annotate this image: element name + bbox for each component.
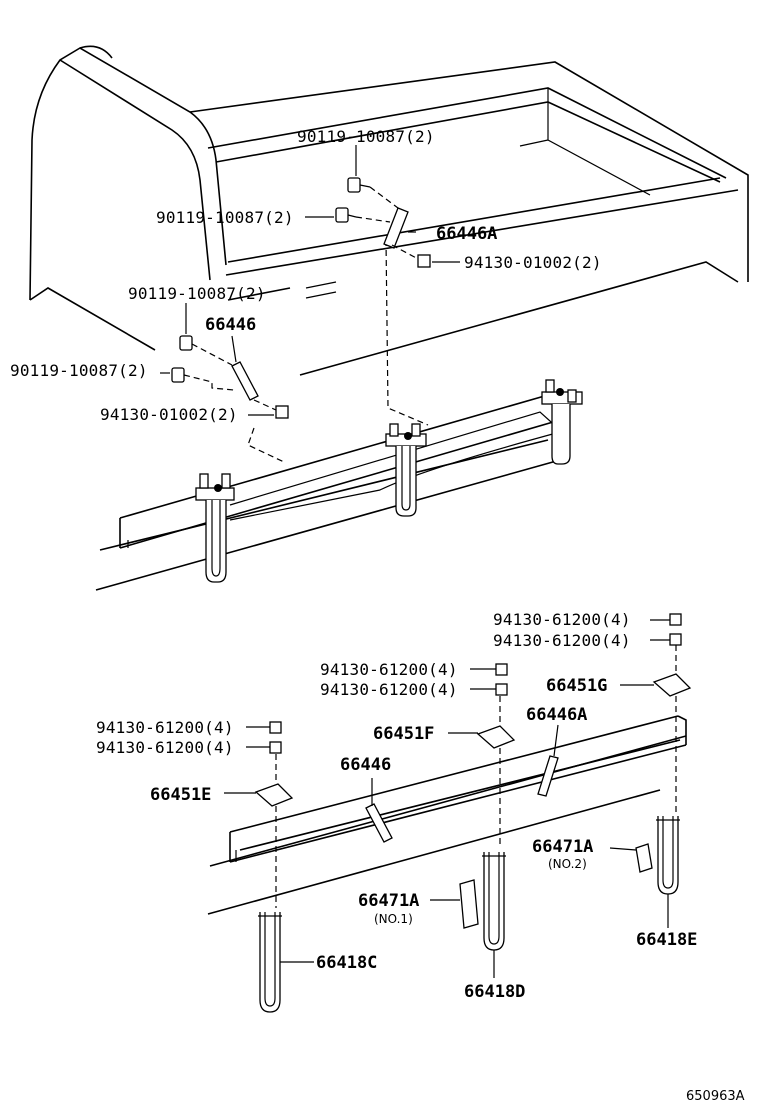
label-plate-66451g: 66451G xyxy=(546,676,607,696)
label-nut-f1: 94130-61200(4) xyxy=(320,660,458,679)
label-ubolt-66418d: 66418D xyxy=(464,982,525,1002)
label-nut-1: 94130-01002(2) xyxy=(464,253,602,272)
label-bracket-66446-lower: 66446 xyxy=(340,755,391,775)
label-nut-g2: 94130-61200(4) xyxy=(493,631,631,650)
label-nut-g1: 94130-61200(4) xyxy=(493,610,631,629)
label-nut-2: 94130-01002(2) xyxy=(100,405,238,424)
label-bolt-3: 90119-10087(2) xyxy=(128,284,266,303)
label-bolt-4: 90119-10087(2) xyxy=(10,361,148,380)
label-nut-e1: 94130-61200(4) xyxy=(96,718,234,737)
label-plate-66451e: 66451E xyxy=(150,785,211,805)
label-spacer-no1-note: (NO.1) xyxy=(374,912,413,926)
label-ubolt-66418c: 66418C xyxy=(316,953,377,973)
label-nut-e2: 94130-61200(4) xyxy=(96,738,234,757)
ubolt-66418D xyxy=(482,852,506,978)
ubolt-66418E xyxy=(656,816,680,928)
label-ubolt-66418e: 66418E xyxy=(636,930,697,950)
upper-ubolt-right xyxy=(541,379,583,465)
lower-hardware xyxy=(224,613,692,929)
diagram-code: 650963A xyxy=(686,1089,745,1104)
label-plate-66451f: 66451F xyxy=(373,724,434,744)
upper-ubolt-center xyxy=(385,423,427,517)
label-spacer-no1: 66471A xyxy=(358,891,419,911)
lower-frame xyxy=(207,715,687,915)
upper-hardware xyxy=(160,145,460,419)
upper-labels: 90119-10087(2) 90119-10087(2) 66446A 941… xyxy=(10,127,602,424)
label-bolt-1: 90119-10087(2) xyxy=(297,127,435,146)
ubolt-66418C xyxy=(258,912,314,1013)
label-spacer-no2: 66471A xyxy=(532,837,593,857)
label-bracket-66446a-upper: 66446A xyxy=(436,224,497,244)
label-nut-f2: 94130-61200(4) xyxy=(320,680,458,699)
label-bolt-2: 90119-10087(2) xyxy=(156,208,294,227)
lower-labels: 94130-61200(4) 94130-61200(4) 94130-6120… xyxy=(96,610,697,1002)
label-spacer-no2-note: (NO.2) xyxy=(548,857,587,871)
upper-ubolt-left xyxy=(195,473,235,583)
truck-bed-illustration xyxy=(29,45,749,591)
label-bracket-66446-upper: 66446 xyxy=(205,315,256,335)
label-bracket-66446a-lower: 66446A xyxy=(526,705,587,725)
